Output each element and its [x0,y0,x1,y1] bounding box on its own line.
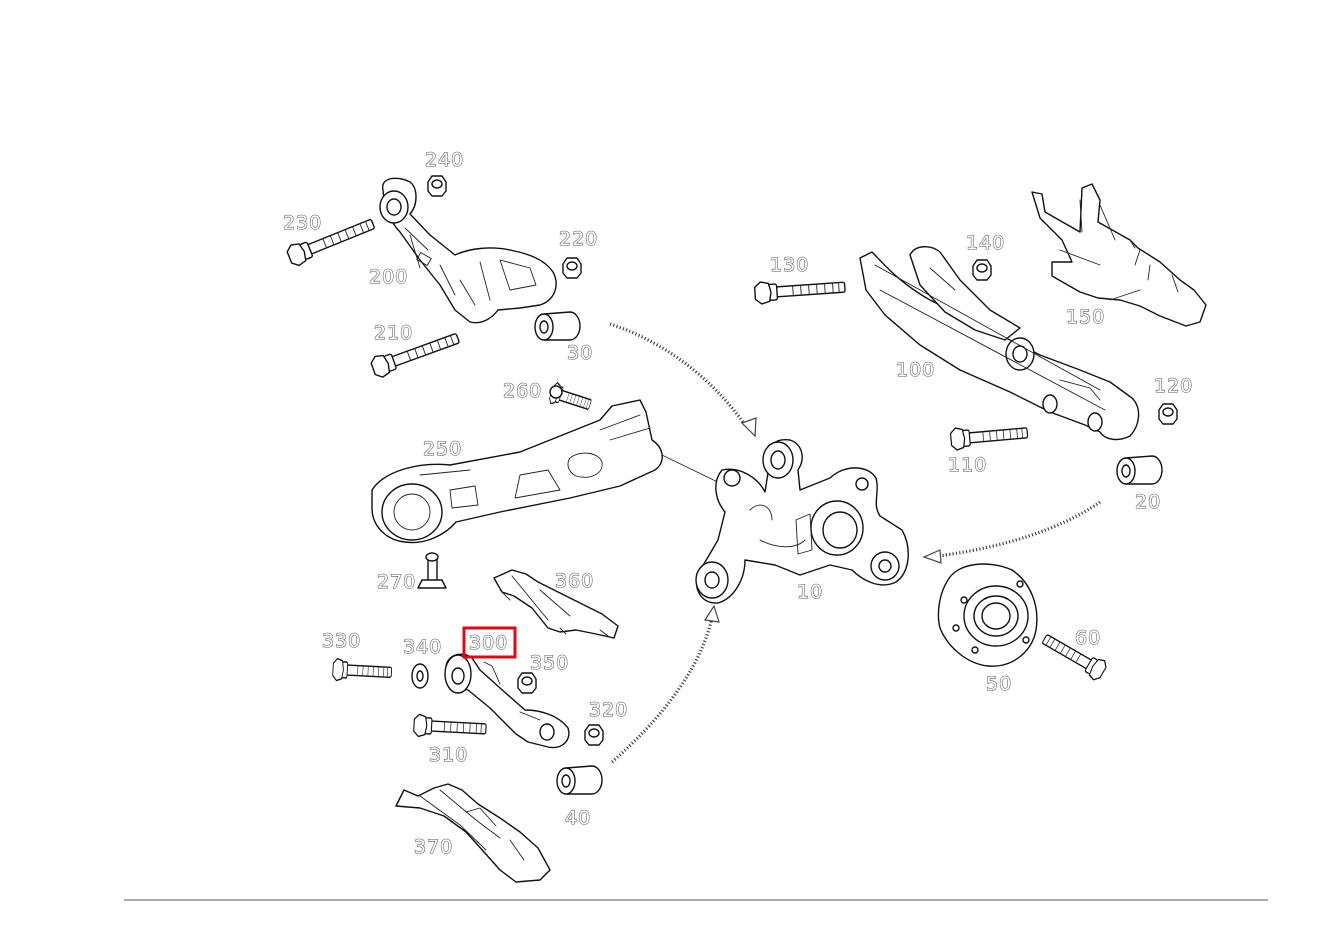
callout-30[interactable]: 30 [566,341,593,364]
callout-260[interactable]: 260 [502,379,542,402]
control-arm-250[interactable] [371,399,731,544]
callout-100[interactable]: 100 [895,358,935,381]
bolt-110[interactable] [949,421,1029,452]
cover-370[interactable] [395,783,551,883]
callout-200[interactable]: 200 [368,265,408,288]
callout-310[interactable]: 310 [428,743,468,766]
bolt-260[interactable] [547,381,595,416]
callout-20[interactable]: 20 [1134,490,1161,513]
callout-150[interactable]: 150 [1065,305,1105,328]
callout-360[interactable]: 360 [554,569,594,592]
callout-330[interactable]: 330 [321,629,361,652]
callout-220[interactable]: 220 [558,227,598,250]
callout-240[interactable]: 240 [424,148,464,171]
bushing-40[interactable] [556,765,603,795]
callout-370[interactable]: 370 [413,835,453,858]
callout-40[interactable]: 40 [564,806,591,829]
bolt-310[interactable] [412,713,488,741]
callout-140[interactable]: 140 [965,231,1005,254]
nut-320[interactable] [584,724,604,746]
nut-120[interactable] [1158,403,1178,425]
callout-130[interactable]: 130 [769,253,809,276]
callout-350[interactable]: 350 [529,651,569,674]
bolt-330[interactable] [331,657,393,685]
nut-220[interactable] [562,257,582,279]
assembly-arrow-top [609,322,757,438]
bushing-20[interactable] [1116,455,1163,485]
nut-140[interactable] [972,259,992,281]
camber-arm-200[interactable] [379,177,557,324]
nut-350[interactable] [517,672,537,694]
callout-250[interactable]: 250 [422,437,462,460]
bushing-30[interactable] [534,311,581,341]
callout-60[interactable]: 60 [1074,626,1101,649]
callout-300[interactable]: 300 [468,631,508,654]
wheel-carrier-10[interactable] [695,439,909,604]
callout-110[interactable]: 110 [947,453,987,476]
link-300[interactable] [444,653,570,749]
cover-360[interactable] [493,569,619,639]
callout-340[interactable]: 340 [402,635,442,658]
nut-240[interactable] [427,175,447,197]
washer-340[interactable] [411,663,429,689]
shield-150[interactable] [1031,183,1207,327]
assembly-arrow-bottom [610,604,720,764]
callout-50[interactable]: 50 [985,672,1012,695]
callout-10[interactable]: 10 [796,580,823,603]
callout-300-highlight [462,626,517,659]
callout-270[interactable]: 270 [376,570,416,593]
callout-labels: 10 20 30 40 50 60 100 110 120 130 140 15… [282,148,1193,858]
assembly-arrow-right [922,500,1101,564]
callout-210[interactable]: 210 [373,321,413,344]
callout-230[interactable]: 230 [282,211,322,234]
bolt-130[interactable] [753,275,847,306]
wheel-hub-50[interactable] [937,563,1038,667]
callout-120[interactable]: 120 [1153,374,1193,397]
bolt-270[interactable] [417,552,447,589]
spring-link-100[interactable] [859,246,1140,441]
callout-320[interactable]: 320 [588,698,628,721]
